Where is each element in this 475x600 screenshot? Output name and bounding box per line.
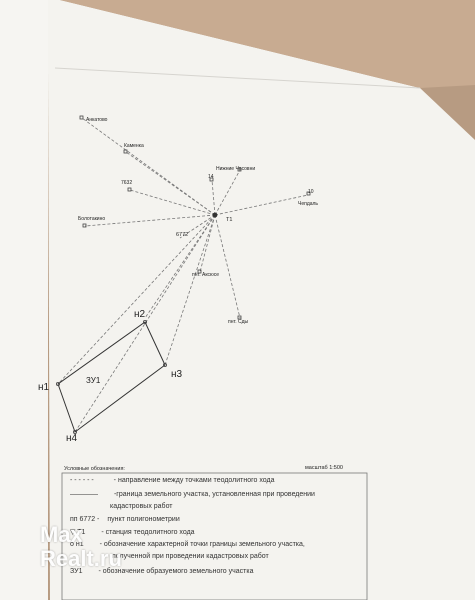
legend-box <box>61 472 368 600</box>
label-n1: н1 <box>38 382 50 393</box>
legend-row-7: полученной при проведении кадастровых ра… <box>112 553 269 560</box>
watermark-line-2: Realt.ru <box>40 546 122 571</box>
legend-text: кадастровых работ <box>110 503 173 510</box>
maxrealt-watermark: Max Realt.ru <box>40 522 150 582</box>
legend-scale: масштаб 1:500 <box>305 465 343 471</box>
label-pnt-sdy: пнт. Сды <box>228 319 249 325</box>
legend-text: полученной при проведении кадастровых ра… <box>112 553 269 560</box>
legend-symbol: ———— <box>70 491 98 498</box>
label-ankatovo: Анкатово <box>86 117 108 123</box>
label-nizhnie: Нижние Часовни <box>216 166 255 172</box>
paper-sheet <box>48 0 475 600</box>
legend-symbol: o н1 <box>70 541 84 548</box>
point-markers <box>56 115 311 434</box>
legend-title: Условные обозначения: <box>64 466 125 472</box>
legend-symbol: пп 6772 - <box>70 516 100 523</box>
label-t1: T1 <box>226 217 232 223</box>
legend-text: - обозначение образуемого земельного уча… <box>98 568 254 575</box>
legend-row-1: - - - - - - - направление между точками … <box>70 477 274 484</box>
legend-symbol: ▽ T1 <box>70 529 86 536</box>
traverse-rays <box>57 117 309 433</box>
legend-row-3: кадастровых работ <box>110 503 173 510</box>
legend-row-4: пп 6772 - пункт полигонометрии <box>70 516 180 523</box>
legend-text: - направление между точками теодолитного… <box>113 477 275 484</box>
legend-row-6: o н1 - обозначение характерной точки гра… <box>70 541 305 548</box>
label-pnt-akov: пнт. Аксюсе <box>192 272 219 278</box>
label-n2: н2 <box>134 309 146 320</box>
label-bolotakino: Болотакино <box>78 216 105 222</box>
legend-symbol: ЗУ1 <box>70 568 83 575</box>
label-zu1: ЗУ1 <box>86 376 101 385</box>
legend-text: -граница земельного участка, установленн… <box>113 491 315 498</box>
legend-text: - обозначение характерной точки границы … <box>99 541 305 548</box>
legend-row-5: ▽ T1 - станция теодолитного хода <box>70 528 195 536</box>
label-7632: 7632 <box>121 180 132 186</box>
legend-row-8: ЗУ1 - обозначение образуемого земельного… <box>70 568 254 575</box>
label-n4: н4 <box>66 433 78 444</box>
parcel-boundary <box>57 321 166 433</box>
station-t1-marker <box>212 212 218 218</box>
label-10: 10 <box>308 189 314 195</box>
label-14: 14 <box>208 174 214 180</box>
label-chepdal: Чепдаль <box>298 201 318 207</box>
label-6772: 6772 <box>176 232 188 238</box>
watermark-line-1: Max <box>40 522 83 547</box>
legend-row-2: ———— -граница земельного участка, устано… <box>70 491 315 498</box>
label-n3: н3 <box>171 369 183 380</box>
legend-text: - станция теодолитного хода <box>101 529 195 536</box>
legend-text: пункт полигонометрии <box>107 516 180 523</box>
legend-symbol: - - - - - - <box>70 477 94 484</box>
label-kamenka: Каменка <box>124 143 144 149</box>
